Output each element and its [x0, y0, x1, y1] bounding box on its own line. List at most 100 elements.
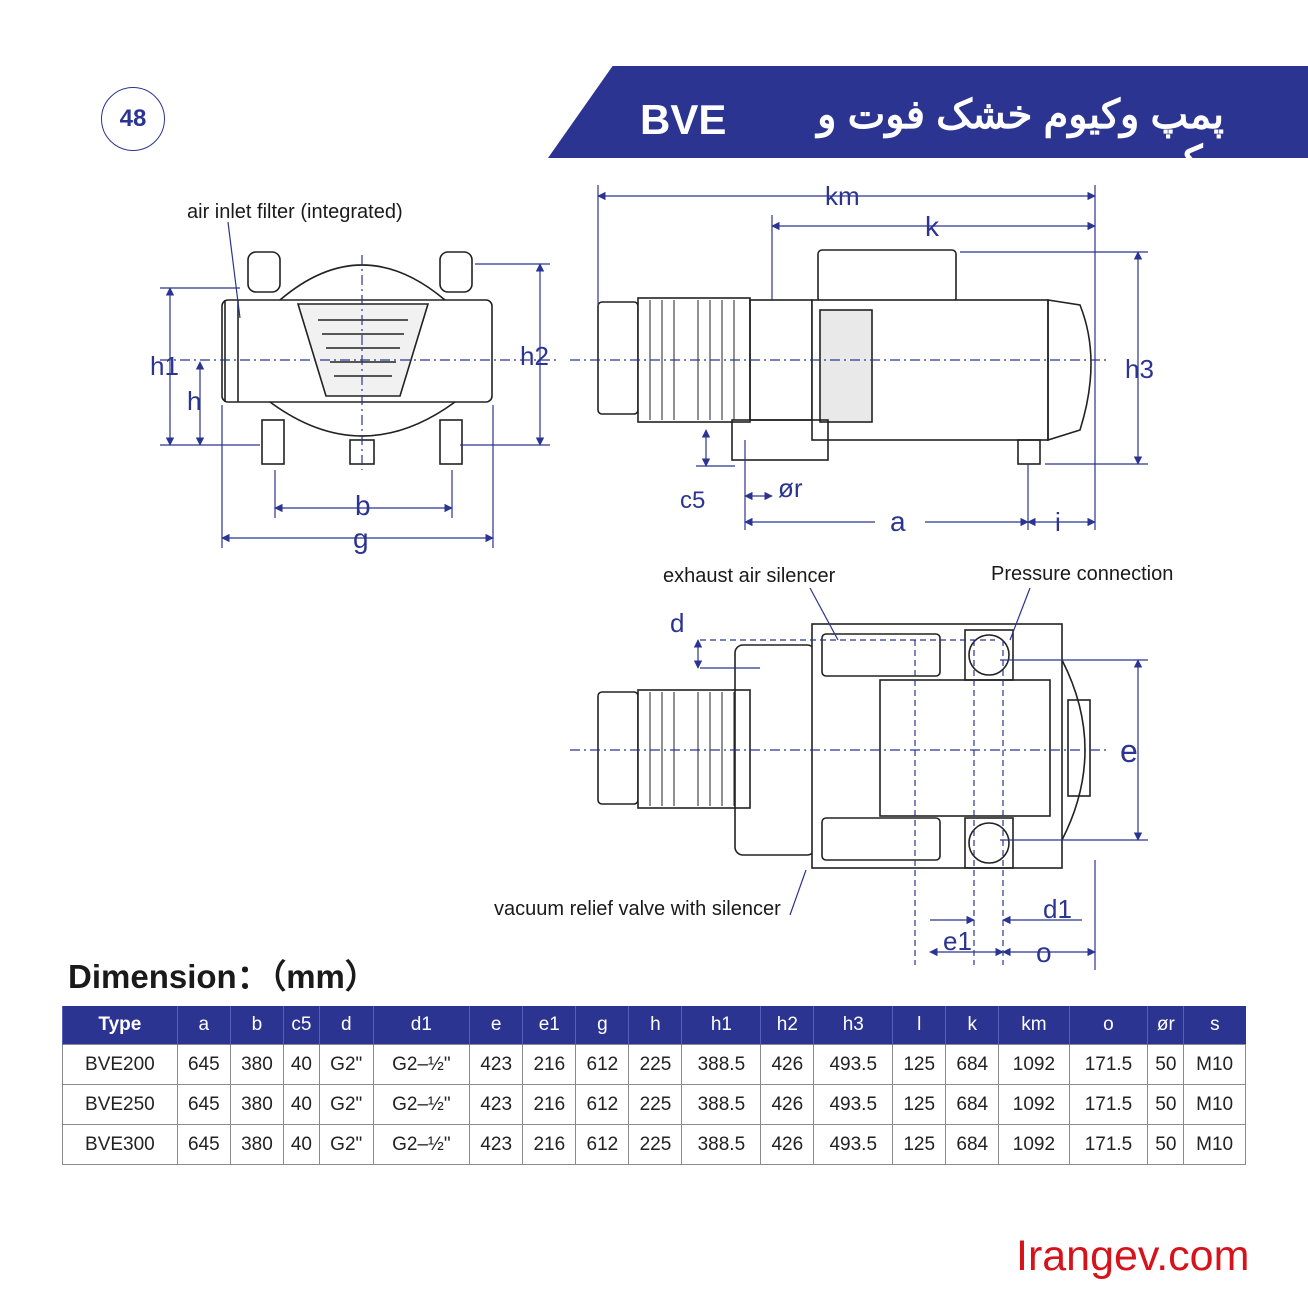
table-cell: 423 — [469, 1124, 524, 1165]
dim-c5: c5 — [680, 487, 705, 514]
table-cell: G2–½" — [372, 1124, 471, 1165]
table-cell: 388.5 — [681, 1124, 762, 1165]
table-cell: 612 — [575, 1084, 630, 1125]
table-cell: 225 — [628, 1124, 683, 1165]
table-cell: 612 — [575, 1124, 630, 1165]
table-cell: 216 — [522, 1084, 577, 1125]
table-cell: G2–½" — [372, 1084, 471, 1125]
table-cell: 380 — [229, 1124, 284, 1165]
table-cell: 216 — [522, 1044, 577, 1085]
table-row: BVE200 645 380 40 G2" G2–½" 423 216 612 … — [62, 1044, 1246, 1085]
table-cell: 684 — [945, 1084, 1000, 1125]
table-cell: 423 — [469, 1044, 524, 1085]
table-cell: 225 — [628, 1044, 683, 1085]
dim-km: km — [825, 181, 860, 211]
table-cell: 493.5 — [813, 1124, 894, 1165]
dim-o: o — [1036, 937, 1052, 968]
pressure-note: Pressure connection — [991, 563, 1173, 585]
table-cell: 1092 — [998, 1084, 1070, 1125]
table-cell: 225 — [628, 1084, 683, 1125]
table-cell: 50 — [1147, 1044, 1185, 1085]
dim-h1: h1 — [150, 351, 179, 381]
front-view — [221, 251, 493, 465]
dimension-table: Type a b c5 d d1 e e1 g h h1 h2 h3 l k k… — [62, 1006, 1246, 1165]
dim-g: g — [353, 523, 369, 554]
col-d1: d1 — [372, 1006, 470, 1045]
table-cell: 40 — [282, 1044, 320, 1085]
dim-d: d — [670, 608, 684, 638]
page-number: 48 — [101, 87, 165, 151]
table-cell: 171.5 — [1068, 1084, 1149, 1125]
table-cell: 493.5 — [813, 1084, 894, 1125]
col-k: k — [945, 1006, 999, 1045]
table-cell: G2–½" — [372, 1044, 471, 1085]
table-cell: 40 — [282, 1124, 320, 1165]
table-cell: 125 — [892, 1084, 947, 1125]
table-cell: 684 — [945, 1044, 1000, 1085]
col-e1: e1 — [522, 1006, 576, 1045]
col-or: ør — [1147, 1006, 1184, 1045]
dim-h: h — [187, 386, 201, 416]
table-cell: G2" — [318, 1084, 374, 1125]
table-cell: 40 — [282, 1084, 320, 1125]
table-cell: 380 — [229, 1084, 284, 1125]
col-a: a — [176, 1006, 231, 1045]
table-cell: G2" — [318, 1124, 374, 1165]
col-b: b — [229, 1006, 284, 1045]
table-cell: 645 — [176, 1044, 231, 1085]
side-view — [597, 249, 1092, 465]
dim-a: a — [890, 506, 906, 537]
col-h1: h1 — [681, 1006, 761, 1045]
table-cell: 50 — [1147, 1084, 1185, 1125]
dim-b: b — [355, 490, 371, 521]
table-cell: 423 — [469, 1084, 524, 1125]
table-cell: M10 — [1183, 1044, 1246, 1085]
table-cell: 125 — [892, 1124, 947, 1165]
top-view — [597, 623, 1091, 869]
website-footer: Irangev.com — [1016, 1232, 1250, 1280]
table-cell: M10 — [1183, 1084, 1246, 1125]
table-cell: 388.5 — [681, 1084, 762, 1125]
table-cell: 645 — [176, 1084, 231, 1125]
col-km: km — [998, 1006, 1070, 1045]
col-type: Type — [62, 1006, 178, 1045]
table-cell: 50 — [1147, 1124, 1185, 1165]
title-banner — [548, 66, 1308, 158]
dim-h3: h3 — [1125, 354, 1154, 384]
cell-type: BVE250 — [62, 1084, 178, 1125]
cell-type: BVE200 — [62, 1044, 178, 1085]
table-cell: 612 — [575, 1044, 630, 1085]
col-h2: h2 — [760, 1006, 814, 1045]
table-cell: 684 — [945, 1124, 1000, 1165]
dim-or: ør — [778, 473, 803, 503]
table-header-row: Type a b c5 d d1 e e1 g h h1 h2 h3 l k k… — [62, 1006, 1246, 1045]
table-cell: G2" — [318, 1044, 374, 1085]
col-e: e — [469, 1006, 523, 1045]
table-cell: 171.5 — [1068, 1044, 1149, 1085]
exhaust-note: exhaust air silencer — [663, 565, 836, 587]
table-cell: 216 — [522, 1124, 577, 1165]
table-cell: 426 — [760, 1084, 815, 1125]
col-h: h — [628, 1006, 682, 1045]
table-cell: 380 — [229, 1044, 284, 1085]
air-inlet-note: air inlet filter (integrated) — [187, 201, 403, 223]
vacuum-relief-note: vacuum relief valve with silencer — [494, 898, 781, 920]
cell-type: BVE300 — [62, 1124, 178, 1165]
dim-e1: e1 — [943, 926, 972, 956]
technical-drawing: air inlet filter (integrated) h1 h h2 b … — [150, 181, 1173, 970]
table-cell: 645 — [176, 1124, 231, 1165]
dim-k: k — [925, 211, 940, 242]
dim-i: i — [1055, 507, 1061, 537]
col-l: l — [892, 1006, 946, 1045]
col-d: d — [318, 1006, 374, 1045]
table-cell: 171.5 — [1068, 1124, 1149, 1165]
dim-e: e — [1120, 733, 1138, 769]
dim-d1: d1 — [1043, 894, 1072, 924]
col-h3: h3 — [813, 1006, 893, 1045]
model-name: BVE — [640, 96, 727, 143]
banner-title: پمپ وکیوم خشک فوت و مک — [817, 93, 1224, 183]
table-row: BVE300 645 380 40 G2" G2–½" 423 216 612 … — [62, 1124, 1246, 1165]
col-c5: c5 — [282, 1006, 320, 1045]
table-cell: 1092 — [998, 1124, 1070, 1165]
table-cell: 125 — [892, 1044, 947, 1085]
